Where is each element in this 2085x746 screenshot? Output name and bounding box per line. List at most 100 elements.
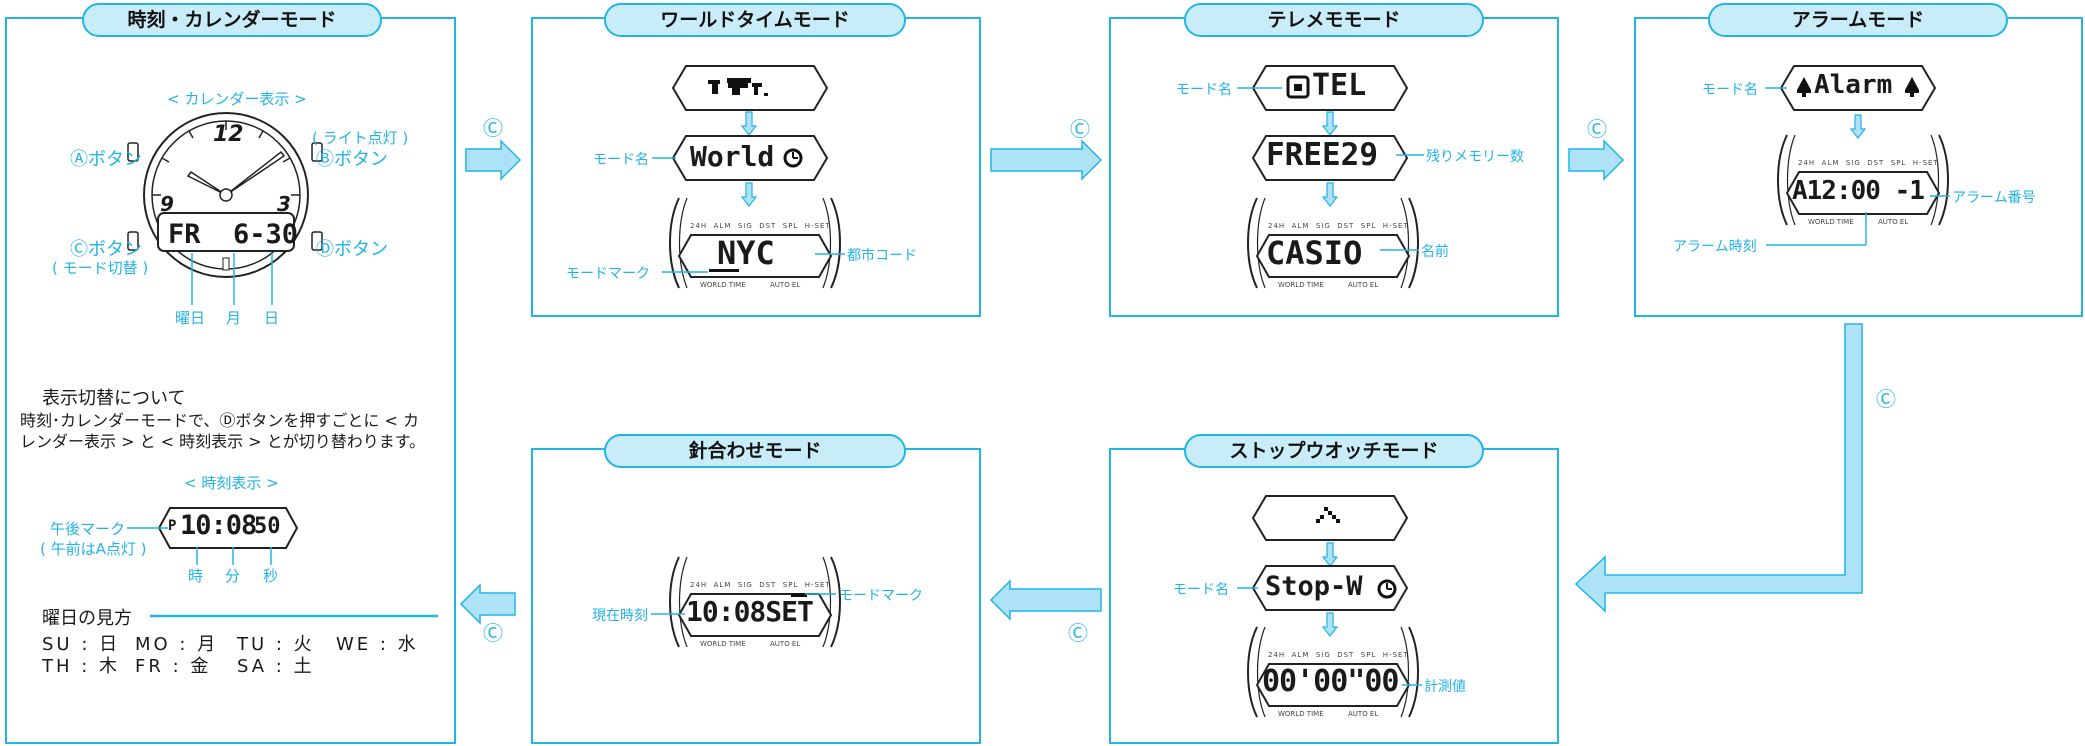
label-hour: 時 — [188, 567, 204, 585]
lcd-world-frame — [669, 197, 841, 289]
dow-legend-fr: FR : 金 — [135, 656, 212, 677]
watch-button-b-knob[interactable] — [311, 142, 324, 163]
flow-arrow-tel-1 — [1321, 111, 1339, 136]
lcd-hand-bottom-right: AUTO EL — [770, 640, 801, 648]
label-minute: 分 — [225, 567, 241, 585]
lcd-pm-indicator: P — [168, 518, 177, 534]
switch-text-line1: 時刻･カレンダーモードで、Ⓓボタンを押すごとに < カ — [20, 411, 419, 430]
stop-label-measured: 計測値 — [1424, 679, 1466, 695]
panel-title-world-time: ワールドタイムモード — [604, 3, 906, 37]
calendar-caption: < カレンダー表示 > — [167, 90, 307, 108]
alarm-label-number: アラーム番号 — [1952, 190, 2036, 206]
lcd-tel-free: FREE29 — [1266, 137, 1378, 173]
world-label-city-code: 都市コード — [847, 248, 917, 264]
stopwatch-clock-icon — [1377, 579, 1397, 599]
lcd-seconds-display: 50 — [254, 514, 281, 539]
watch-button-a-knob[interactable] — [127, 142, 140, 163]
lcd-world-bottom-left: WORLD TIME — [700, 281, 746, 289]
flow-arrow-5-to-6 — [989, 579, 1102, 621]
lcd-tel-bottom-left: WORLD TIME — [1278, 281, 1324, 289]
lcd-world-city: NYC — [717, 234, 775, 272]
flow-label-c-6: Ⓒ — [483, 621, 503, 645]
lcd-alarm-name: Alarm — [1814, 70, 1893, 100]
lcd-tel-name-value: CASIO — [1266, 234, 1363, 272]
alarm-label-mode-name: モード名 — [1702, 82, 1758, 98]
panel-title-alarm: アラームモード — [1708, 3, 2008, 37]
flow-label-c-1: Ⓒ — [483, 116, 503, 140]
button-d-label: Ⓓボタン — [316, 239, 388, 260]
switch-heading: 表示切替について — [42, 388, 186, 409]
dow-heading-rule — [150, 614, 438, 618]
lcd-world-indicators: 24H ALM SIG DST SPL H-SET — [690, 222, 831, 230]
tel-label-mode-name: モード名 — [1176, 82, 1232, 98]
analog-watch-face — [143, 112, 309, 278]
tel-leader-lines — [1237, 87, 1424, 251]
flow-arrow-1-to-2 — [465, 139, 522, 181]
flow-label-c-2: Ⓒ — [1070, 117, 1090, 141]
lcd-tel-free-frame — [1251, 135, 1409, 181]
world-label-mode-name: モード名 — [593, 152, 649, 168]
lcd-alarm-bottom-left: WORLD TIME — [1808, 218, 1854, 226]
lcd-tel-bottom-right: AUTO EL — [1348, 281, 1379, 289]
bell-icon-right — [1905, 77, 1919, 97]
label-day-of-week: 曜日 — [175, 309, 206, 327]
dow-legend-sa: SA : 土 — [237, 656, 315, 677]
lcd-stop-value: 00'00"00 — [1262, 664, 1399, 699]
flow-label-c-3: Ⓒ — [1587, 117, 1607, 141]
dow-legend-mo: MO : 月 — [135, 634, 219, 655]
lcd-tel-name: TEL — [1312, 68, 1367, 103]
button-c-note: ( モード切替 ) — [52, 259, 149, 277]
panel-title-timekeeping: 時刻・カレンダーモード — [82, 3, 382, 37]
hand-label-current-time: 現在時刻 — [592, 608, 648, 624]
watch-button-d-knob[interactable] — [311, 231, 324, 252]
lcd-stop-indicators: 24H ALM SIG DST SPL H-SET — [1268, 651, 1409, 659]
watch-button-c-knob[interactable] — [127, 231, 140, 252]
world-map-display — [671, 65, 829, 111]
lcd-hand-indicators: 24H ALM SIG DST SPL H-SET — [690, 581, 831, 589]
lcd-stop-bottom-left: WORLD TIME — [1278, 710, 1324, 718]
alarm-label-time: アラーム時刻 — [1673, 239, 1757, 255]
flow-arrow-stop-2 — [1321, 612, 1339, 637]
lcd-stop-bottom-right: AUTO EL — [1348, 710, 1379, 718]
time-caption: < 時刻表示 > — [184, 474, 279, 492]
button-a-label: Ⓐボタン — [70, 149, 142, 170]
stop-label-mode-name: モード名 — [1173, 582, 1229, 598]
hand-label-mode-mark: モードマーク — [839, 588, 923, 604]
panel-title-telememo: テレメモモード — [1184, 3, 1484, 37]
world-label-mode-mark: モードマーク — [566, 266, 650, 282]
lcd-alarm-bottom-right: AUTO EL — [1878, 218, 1909, 226]
button-c-label: Ⓒボタン — [70, 239, 142, 260]
lcd-calendar-display: FR 6-30 — [168, 219, 299, 250]
lcd-stop-frame — [1247, 626, 1419, 718]
lcd-time-display: 10:08 — [180, 510, 257, 541]
flow-arrow-world-2 — [740, 182, 758, 207]
label-day: 日 — [264, 309, 280, 327]
lcd-hand-bottom-left: WORLD TIME — [700, 640, 746, 648]
phone-icon — [1286, 75, 1310, 99]
lcd-tel-frame — [1247, 197, 1419, 289]
runner-display — [1251, 495, 1409, 541]
flow-arrow-3-to-4 — [1568, 139, 1625, 181]
lcd-tel-indicators: 24H ALM SIG DST SPL H-SET — [1268, 222, 1409, 230]
dow-legend-th: TH : 木 — [42, 656, 121, 677]
lcd-world-bottom-right: AUTO EL — [770, 281, 801, 289]
tel-label-name: 名前 — [1421, 244, 1449, 260]
dial-numeral-3: 3 — [277, 192, 291, 216]
dial-numeral-12: 12 — [213, 122, 244, 147]
button-b-label: Ⓑボタン — [316, 149, 388, 170]
button-b-note: ( ライト点灯 ) — [312, 129, 409, 147]
lcd-alarm-indicators: 24H ALM SIG DST SPL H-SET — [1798, 159, 1939, 167]
calendar-leader-lines — [191, 253, 273, 305]
pm-mark-note: ( 午前はA点灯 ) — [40, 540, 147, 558]
dow-legend-su: SU : 日 — [42, 634, 121, 655]
flow-arrow-alarm-1 — [1849, 114, 1867, 139]
alarm-leader-lines — [1765, 87, 1950, 246]
flow-arrow-6-to-1 — [459, 583, 516, 625]
dow-legend-tu: TU : 火 — [237, 634, 315, 655]
lcd-hand-value: 10:08SET — [686, 595, 814, 628]
stop-leader-lines — [1237, 587, 1422, 686]
clock-icon — [783, 148, 803, 168]
flow-label-c-4: Ⓒ — [1876, 387, 1896, 411]
flow-arrow-tel-2 — [1321, 182, 1339, 207]
lcd-stop-name: Stop-W — [1265, 571, 1363, 602]
